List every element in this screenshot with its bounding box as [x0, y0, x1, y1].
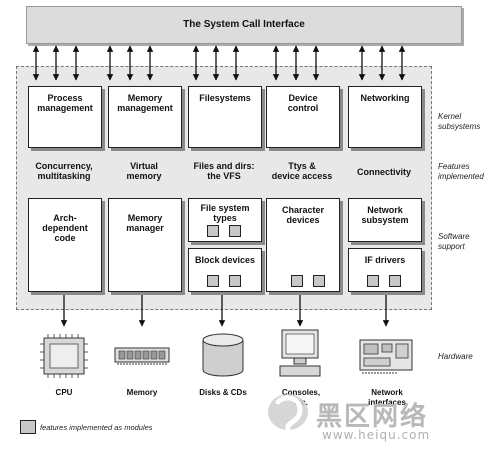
system-call-interface-bar: The System Call Interface [26, 6, 462, 44]
device-control-label: Device control [287, 93, 319, 113]
device-control-box: Device control [266, 86, 340, 148]
networking-label: Networking [360, 93, 410, 103]
feature-connectivity: Connectivity [356, 167, 411, 177]
side-label-software: Software support [438, 232, 470, 251]
memory-module-icon [114, 347, 170, 365]
feature-concurrency: Concurrency, multitasking [35, 161, 93, 181]
network-card-icon [359, 339, 413, 374]
module-indicator [207, 225, 219, 237]
if-drivers-label: IF drivers [364, 255, 406, 265]
memory-manager-label: Memory manager [126, 213, 164, 233]
hardware-label-memory: Memory [126, 388, 158, 397]
network-subsystem-box: Network subsystem [348, 198, 422, 242]
hardware-label-cpu: CPU [55, 388, 73, 397]
watermark-url: www.heiqu.com [322, 428, 431, 442]
block-devices-box: Block devices [188, 248, 262, 292]
module-indicator [229, 225, 241, 237]
character-devices-label: Character devices [281, 205, 325, 225]
arch-dependent-code-label: Arch- dependent code [42, 213, 88, 243]
character-devices-box: Character devices [266, 198, 340, 292]
legend-module-label: features implemented as modules [40, 423, 153, 432]
cpu-chip-icon [40, 334, 88, 378]
watermark-brand: 黑区网络 [316, 402, 429, 432]
disk-cylinder-icon [202, 333, 244, 377]
side-label-features: Features implemented [438, 162, 484, 181]
watermark-logo-icon [268, 394, 308, 441]
block-devices-label: Block devices [194, 255, 256, 265]
side-label-hardware: Hardware [438, 352, 473, 361]
filesystems-label: Filesystems [199, 93, 251, 103]
memory-manager-box: Memory manager [108, 198, 182, 292]
module-indicator [367, 275, 379, 287]
module-indicator [389, 275, 401, 287]
module-indicator [229, 275, 241, 287]
legend-module-swatch [20, 420, 36, 434]
system-call-interface-title: The System Call Interface [183, 19, 305, 30]
network-subsystem-label: Network subsystem [361, 205, 409, 225]
file-system-types-label: File system types [200, 203, 250, 223]
feature-virtual-memory: Virtual memory [126, 161, 162, 181]
module-indicator [313, 275, 325, 287]
networking-box: Networking [348, 86, 422, 148]
module-indicator [291, 275, 303, 287]
process-management-box: Process management [28, 86, 102, 148]
feature-tty-access: Ttys & device access [271, 161, 333, 181]
memory-management-box: Memory management [108, 86, 182, 148]
module-indicator [207, 275, 219, 287]
file-system-types-box: File system types [188, 198, 262, 242]
hardware-label-network: Network interfaces [368, 388, 406, 407]
process-management-label: Process management [37, 93, 93, 113]
filesystems-box: Filesystems [188, 86, 262, 148]
if-drivers-box: IF drivers [348, 248, 422, 292]
side-label-kernel: Kernel subsystems [438, 112, 481, 131]
arch-dependent-code-box: Arch- dependent code [28, 198, 102, 292]
console-terminal-icon [279, 329, 321, 377]
memory-management-label: Memory management [117, 93, 173, 113]
feature-vfs: Files and dirs: the VFS [193, 161, 255, 181]
hardware-label-disks: Disks & CDs [199, 388, 247, 397]
